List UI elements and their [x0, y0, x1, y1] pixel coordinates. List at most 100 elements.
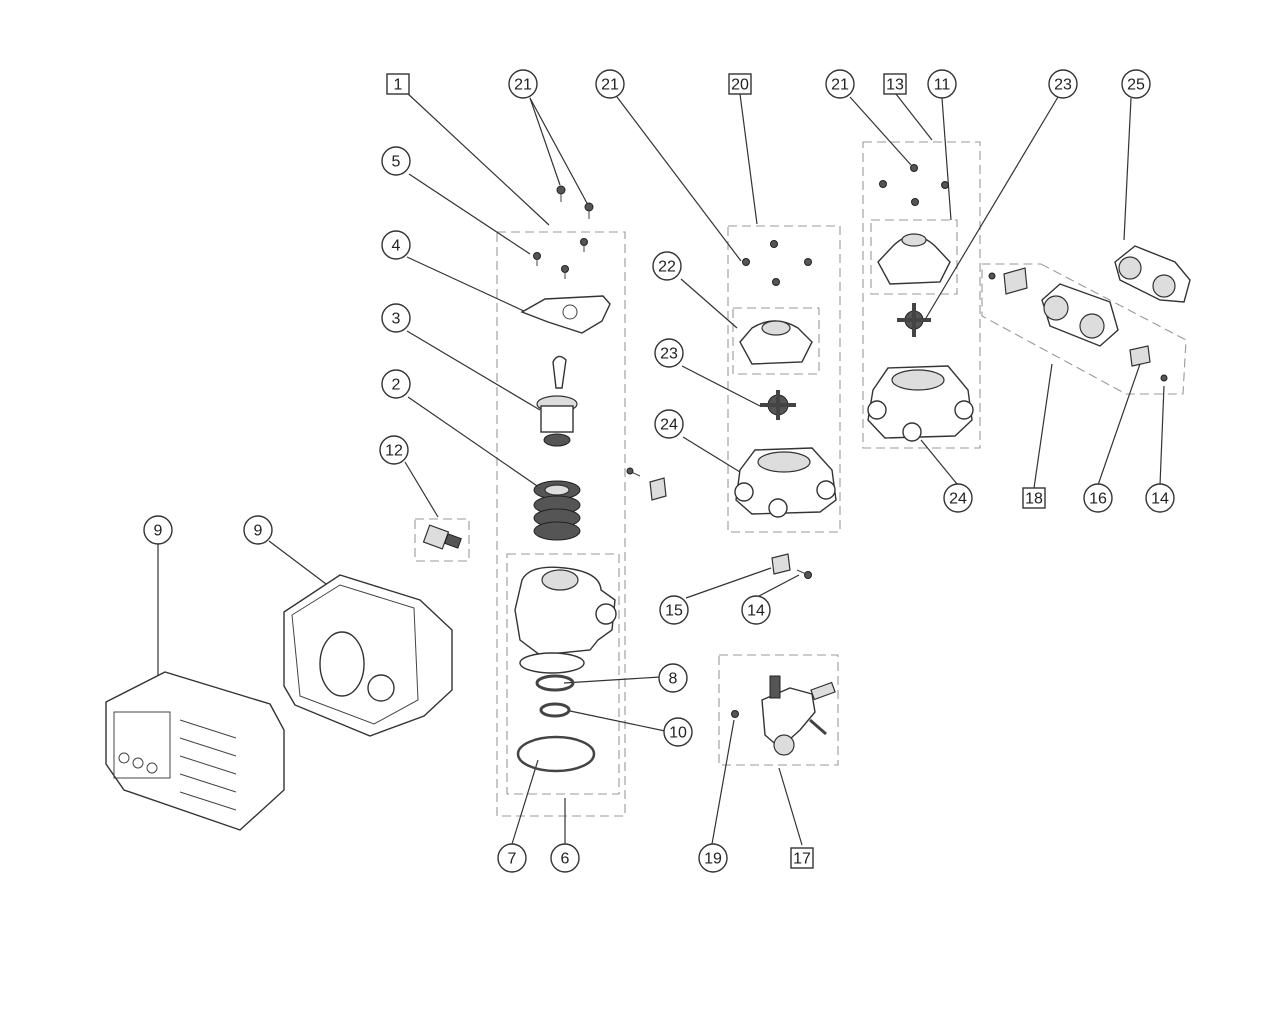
- clip-part: [771, 553, 791, 575]
- turbine-cover: [877, 233, 951, 285]
- callout-label: 9: [154, 523, 163, 540]
- callout-11: 11: [927, 69, 957, 99]
- screw-icon: [879, 164, 949, 206]
- meter-body: [867, 365, 974, 442]
- callout-circle: [1048, 69, 1078, 99]
- valve-body: [514, 566, 617, 674]
- callout-label: 4: [392, 238, 401, 255]
- callout-circle: [243, 515, 273, 545]
- meter-body: [734, 447, 837, 518]
- callout-circle: [927, 69, 957, 99]
- callout-square: [883, 73, 907, 95]
- callout-circle: [652, 251, 682, 281]
- callout-22: 22: [652, 251, 682, 281]
- callout-circle: [550, 843, 580, 873]
- group-box-12: [414, 518, 470, 562]
- callout-circle: [654, 409, 684, 439]
- callout-5: 5: [381, 146, 411, 176]
- callout-circle: [1121, 69, 1151, 99]
- group-box-17: [718, 654, 839, 766]
- o-ring: [535, 674, 575, 692]
- callout-label: 25: [1127, 77, 1145, 94]
- callout-label: 14: [1151, 491, 1169, 508]
- callout-label: 18: [1025, 491, 1043, 508]
- callout-label: 19: [704, 851, 722, 868]
- group-box-1-inner: [506, 553, 620, 795]
- callout-label: 8: [669, 671, 678, 688]
- controller-housing-back: [283, 574, 453, 737]
- turbine-impeller: [897, 303, 931, 337]
- group-box-18: [981, 263, 1187, 395]
- callout-4: 4: [381, 230, 411, 260]
- callout-label: 11: [934, 77, 951, 94]
- turbine-impeller: [760, 390, 796, 420]
- cover-plate: [520, 295, 611, 334]
- callout-6: 6: [550, 843, 580, 873]
- callout-circle: [658, 663, 688, 693]
- callout-label: 21: [601, 77, 619, 94]
- callout-21: 21: [825, 69, 855, 99]
- callout-19: 19: [698, 843, 728, 873]
- callout-circle: [508, 69, 538, 99]
- callout-2: 2: [381, 369, 411, 399]
- callout-label: 16: [1089, 491, 1107, 508]
- callout-circle: [654, 338, 684, 368]
- callout-24: 24: [943, 483, 973, 513]
- callout-label: 5: [392, 154, 401, 171]
- callout-circle: [595, 69, 625, 99]
- screw-icon: [556, 185, 594, 219]
- callout-circle: [659, 595, 689, 625]
- callout-circle: [825, 69, 855, 99]
- callout-10: 10: [663, 717, 693, 747]
- callout-3: 3: [381, 303, 411, 333]
- controller-housing-front: [105, 671, 285, 831]
- callout-circle: [381, 230, 411, 260]
- callout-label: 21: [514, 77, 532, 94]
- group-box-13: [862, 141, 981, 449]
- callout-label: 1: [394, 77, 403, 94]
- o-ring: [516, 735, 596, 773]
- callout-14: 14: [741, 595, 771, 625]
- group-box-11: [870, 219, 958, 295]
- callout-label: 17: [793, 851, 811, 868]
- callout-circle: [143, 515, 173, 545]
- callout-label: 24: [660, 417, 678, 434]
- group-box-22: [732, 307, 820, 375]
- callout-21: 21: [508, 69, 538, 99]
- callout-label: 15: [665, 603, 683, 620]
- callout-square: [386, 73, 410, 95]
- callout-label: 3: [392, 311, 401, 328]
- callout-1: 1: [386, 73, 410, 95]
- callout-24: 24: [654, 409, 684, 439]
- callout-18: 18: [1022, 487, 1046, 509]
- callout-12: 12: [379, 435, 409, 465]
- callout-13: 13: [883, 73, 907, 95]
- injector-part: [422, 524, 462, 550]
- screw-icon: [796, 569, 812, 579]
- callout-9: 9: [143, 515, 173, 545]
- callout-circle: [663, 717, 693, 747]
- callout-23: 23: [654, 338, 684, 368]
- callout-21: 21: [595, 69, 625, 99]
- clip-part: [626, 467, 667, 501]
- callout-17: 17: [790, 847, 814, 869]
- callout-circle: [379, 435, 409, 465]
- callout-circle: [381, 146, 411, 176]
- screw-icon: [731, 710, 739, 718]
- leader-lines: [157, 91, 1165, 846]
- callout-25: 25: [1121, 69, 1151, 99]
- callout-circle: [497, 843, 527, 873]
- group-box-1: [496, 231, 626, 817]
- callout-9: 9: [243, 515, 273, 545]
- bypass-valve: [1114, 245, 1191, 303]
- callout-23: 23: [1048, 69, 1078, 99]
- callout-14: 14: [1145, 483, 1175, 513]
- screw-icon: [742, 240, 812, 286]
- callout-20: 20: [728, 73, 752, 95]
- callout-circle: [741, 595, 771, 625]
- callout-circle: [1145, 483, 1175, 513]
- callout-circle: [381, 303, 411, 333]
- callout-16: 16: [1083, 483, 1113, 513]
- o-ring: [539, 702, 571, 718]
